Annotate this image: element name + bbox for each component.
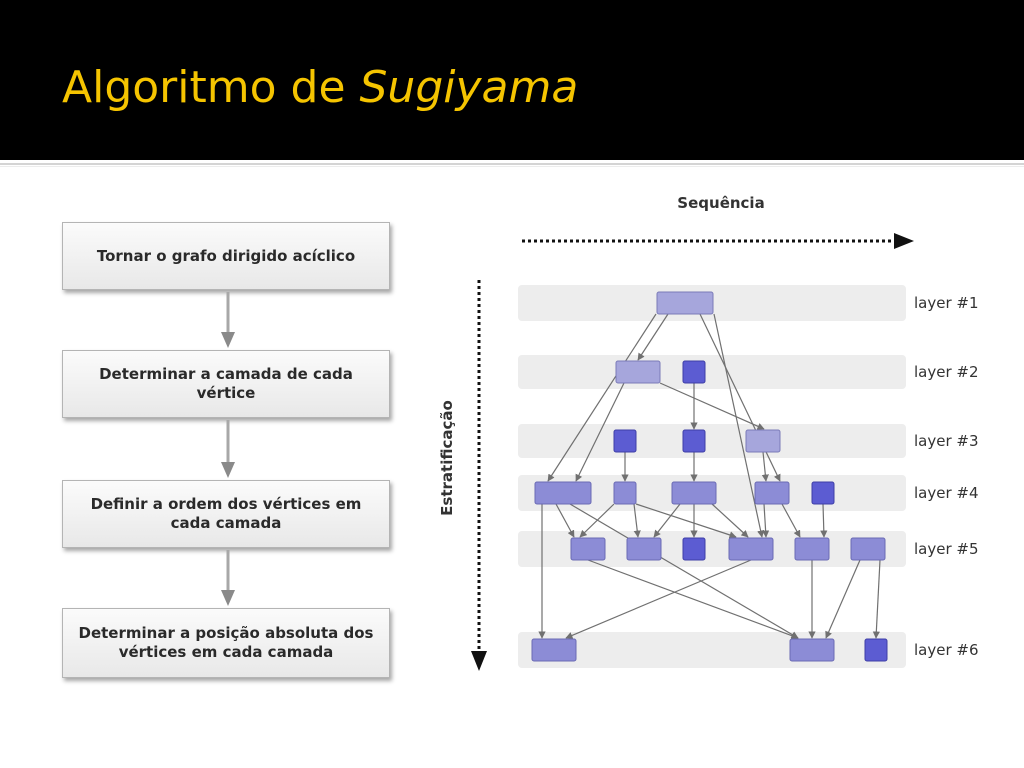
graph-node-c [682,360,706,384]
graph-node-n [682,537,706,561]
edge-k-p [820,503,828,538]
edge-l-s [587,559,799,640]
layer-band-3 [518,424,906,458]
slide-title-regular: Algoritmo de [62,62,360,113]
layer-labels: layer #1 layer #2 layer #3 layer #4 layer #5… [914,294,979,659]
edge-b-g [575,382,625,482]
step-label-2: Determinar a camada de cada vértice [99,365,353,402]
graph-node-d [613,429,637,453]
graph-node-r [531,638,577,662]
graph-nodes [531,291,888,662]
graph-node-m [626,537,662,561]
layer-label-4: layer #4 [914,484,979,502]
graph-edges [538,313,881,640]
graph-node-j [754,481,790,505]
edge-a-b [637,313,669,361]
edge-h-l [579,503,615,538]
stratification-arrow-head [471,651,487,671]
edge-j-p [781,503,801,538]
graph-node-q [850,537,886,561]
graph-node-p [794,537,830,561]
stratification-label: Estratificação [438,400,456,516]
layer-band-2 [518,355,906,389]
edge-b-f [659,382,765,430]
edge-j-o [762,503,770,538]
graph-node-l [570,537,606,561]
edge-i-o [711,503,749,538]
step-box-2: Determinar a camada de cada vértice [62,350,390,418]
flow-arrow-2 [221,420,235,478]
layer-label-5: layer #5 [914,540,979,558]
title-divider-thin [0,166,1024,167]
step-box-3: Definir a ordem dos vértices em cada cam… [62,480,390,548]
graph-node-f [745,429,781,453]
step-label-1: Tornar o grafo dirigido acíclico [96,246,356,265]
step-box-4: Determinar a posição absoluta dos vértic… [62,608,390,678]
graph-node-k [811,481,835,505]
edge-a-j [699,313,781,482]
graph-node-s [789,638,835,662]
layer-label-3: layer #3 [914,432,979,450]
edge-h-m [633,503,641,538]
layer-label-6: layer #6 [914,641,979,659]
edge-q-t [872,559,881,639]
graph-node-b [615,360,661,384]
sequence-label: Sequência [677,194,764,212]
edge-i-m [653,503,681,538]
edge-a-o [713,313,765,538]
edge-q-s [825,559,861,639]
step-box-1: Tornar o grafo dirigido acíclico [62,222,390,290]
graph-node-i [671,481,717,505]
graph-node-g [534,481,592,505]
layer-label-1: layer #1 [914,294,979,312]
slide-title: Algoritmo de Sugiyama [62,56,578,120]
layer-label-2: layer #2 [914,363,979,381]
edge-g-s [569,503,799,639]
title-bar: Algoritmo de Sugiyama [0,0,1024,160]
step-label-3: Definir a ordem dos vértices em cada cam… [90,495,362,532]
graph-node-h [613,481,637,505]
slide-title-italic: Sugiyama [359,62,579,113]
edge-a-g [547,313,657,482]
layer-bands [518,285,906,668]
step-label-4: Determinar a posição absoluta dos vértic… [78,624,374,661]
graph-node-t [864,638,888,662]
edge-f-j [761,451,769,482]
edge-g-l [555,503,575,538]
sequence-arrow-head [894,233,914,249]
graph-node-e [682,429,706,453]
flow-arrow-1 [221,292,235,348]
flow-arrow-3 [221,550,235,606]
title-divider [0,163,1024,165]
edge-h-o [635,503,737,539]
edge-o-r [565,559,752,639]
graph-node-a [656,291,714,315]
graph-node-o [728,537,774,561]
